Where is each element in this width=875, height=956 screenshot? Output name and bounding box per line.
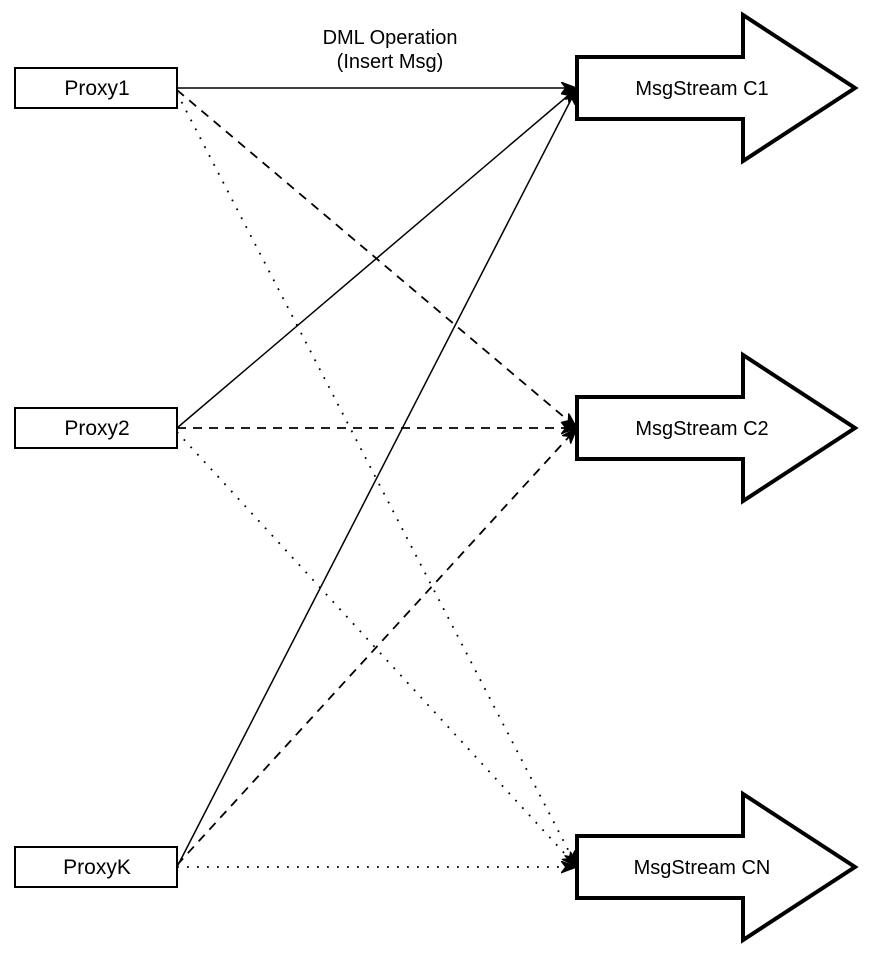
proxy-node-proxyk: ProxyK [14,846,178,888]
connector-proxy2-cn [176,431,577,867]
proxy-label-proxyk: ProxyK [63,856,131,879]
block-arrow-shape-cn [575,790,859,944]
annotation-line2: (Insert Msg) [337,51,444,73]
stream-node-c1: MsgStream C1 [575,11,859,165]
stream-label-c2: MsgStream C2 [635,418,768,440]
proxy-node-proxy1: Proxy1 [14,67,178,109]
proxy-box-proxyk [14,846,178,888]
stream-label-c1: MsgStream C1 [635,78,768,100]
proxy-box-proxy2 [14,407,178,449]
proxy-node-proxy2: Proxy2 [14,407,178,449]
stream-node-c2: MsgStream C2 [575,351,859,505]
block-arrow-shape-c2 [575,351,859,505]
proxy-label-proxy1: Proxy1 [64,77,129,100]
annotation-line1: DML Operation [323,27,458,49]
stream-node-cn: MsgStream CN [575,790,859,944]
connector-proxy1-c2 [176,89,577,428]
connector-proxyk-c1 [176,88,578,868]
stream-label-cn: MsgStream CN [634,857,771,879]
block-arrow-shape-c1 [575,11,859,165]
edge-annotation: DML Operation (Insert Msg) [323,27,458,73]
proxy-box-proxy1 [14,67,178,109]
proxy-label-proxy2: Proxy2 [64,417,129,440]
connector-proxyk-c2 [176,428,577,866]
